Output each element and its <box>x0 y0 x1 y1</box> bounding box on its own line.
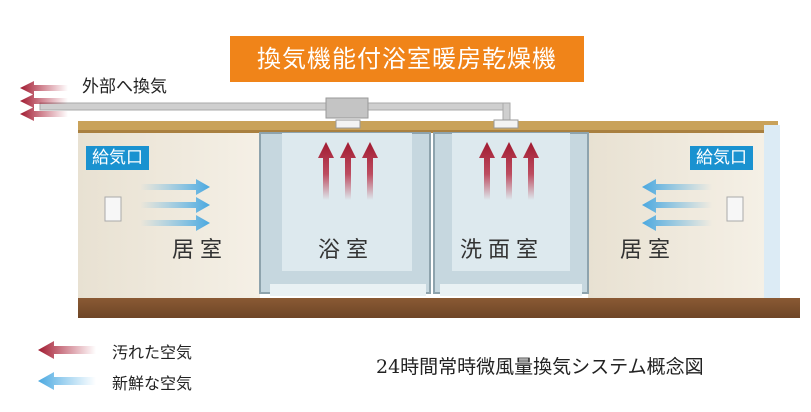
right-edge-glass <box>764 125 780 305</box>
legend-dirty-label: 汚れた空気 <box>112 343 193 362</box>
exhaust-out-arrows <box>20 81 68 121</box>
right-supply-tag: 給気口 <box>690 146 753 170</box>
left-fresh-arrows <box>140 179 210 231</box>
right-fresh-arrows <box>642 179 712 231</box>
exhaust-fan-unit <box>325 97 369 119</box>
room-label-living-right: 居室 <box>620 238 677 263</box>
room-label-living-left: 居室 <box>172 238 229 263</box>
legend-fresh-arrow <box>38 372 96 390</box>
right-supply-vent <box>726 196 744 222</box>
ceiling-beam <box>78 121 778 130</box>
bath-floor <box>270 284 426 296</box>
left-supply-tag: 給気口 <box>86 146 149 170</box>
floor <box>78 298 800 318</box>
room-label-bathroom: 浴室 <box>318 238 375 263</box>
left-supply-vent <box>104 196 122 222</box>
title-banner: 換気機能付浴室暖房乾燥機 <box>230 36 584 82</box>
wash-dirty-arrows <box>479 142 539 200</box>
room-label-washroom: 洗面室 <box>460 238 545 263</box>
legend-fresh-label: 新鮮な空気 <box>112 374 193 393</box>
bath-ceiling-vent <box>335 119 361 129</box>
exhaust-label: 外部へ換気 <box>82 77 167 97</box>
diagram-caption: 24時間常時微風量換気システム概念図 <box>376 356 704 378</box>
legend-dirty-arrow <box>38 341 96 359</box>
exhaust-duct <box>39 102 511 111</box>
ceiling-shadow <box>78 130 778 133</box>
wash-floor <box>440 284 582 296</box>
wash-ceiling-vent <box>493 119 519 129</box>
bath-dirty-arrows <box>318 142 378 200</box>
